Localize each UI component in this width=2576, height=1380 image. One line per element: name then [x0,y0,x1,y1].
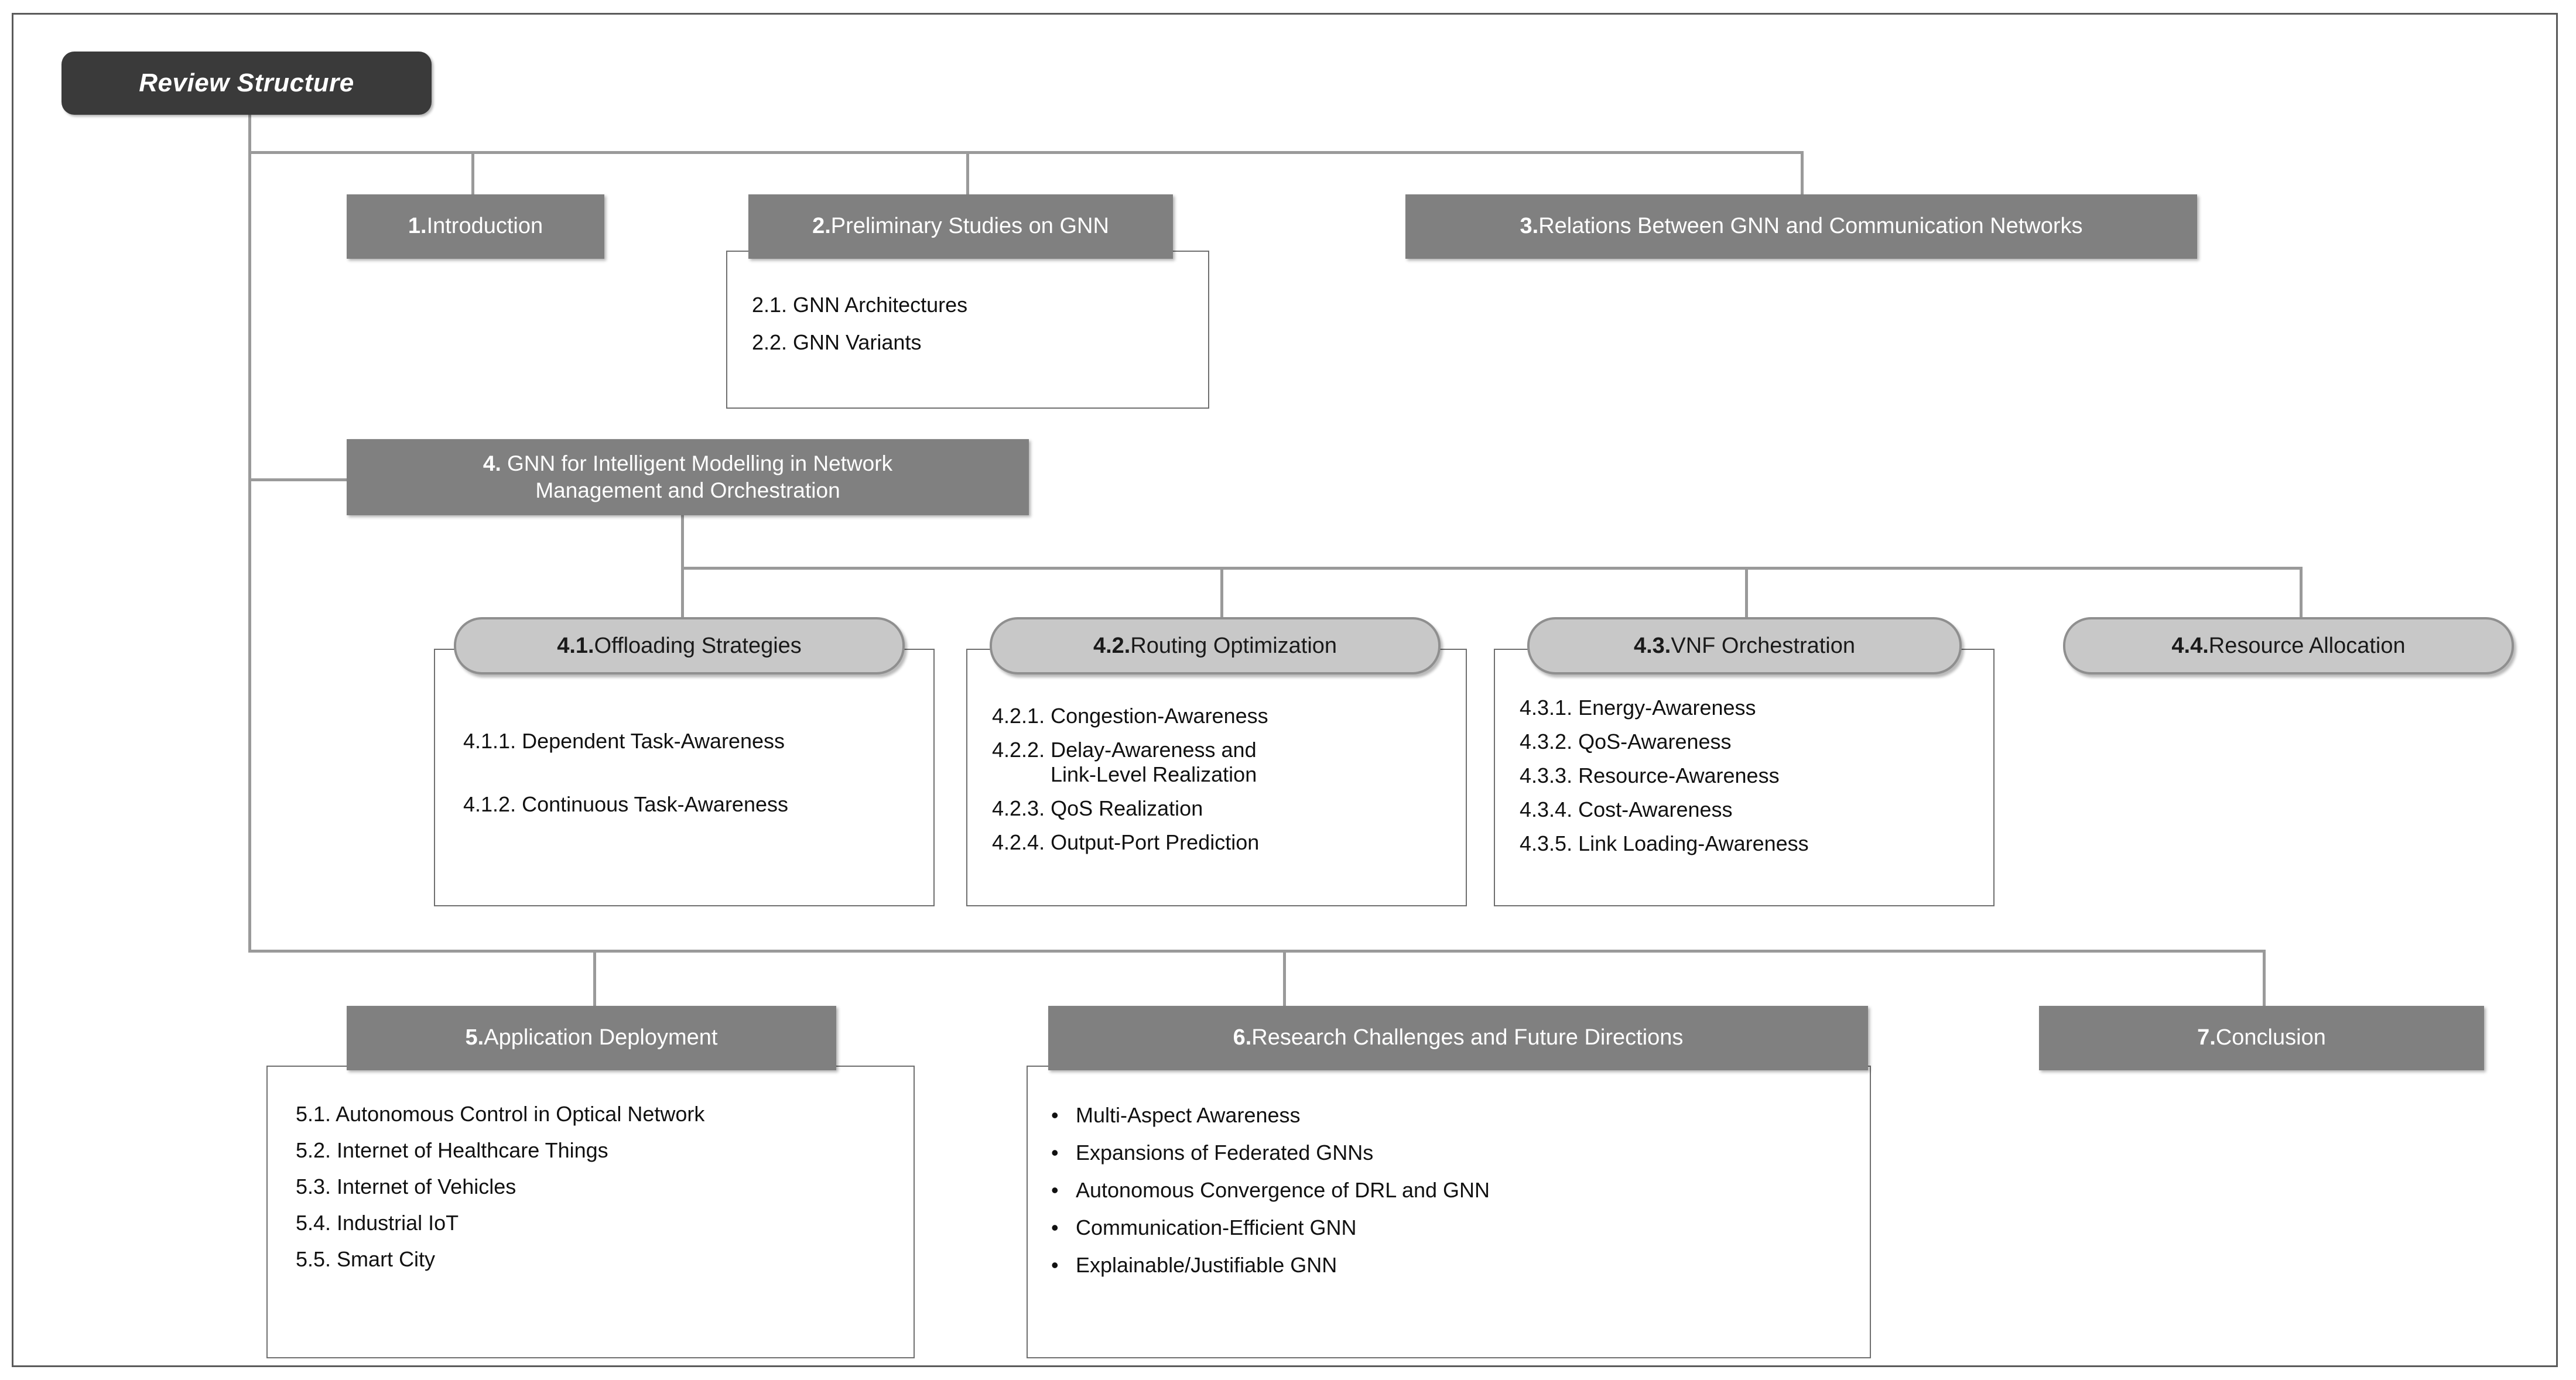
diagram-title: Review Structure [61,52,432,115]
list-item: 2.2. GNN Variants [752,330,922,354]
list-item: 4.3.3. Resource-Awareness [1520,763,1780,787]
node-42-number: 4.2. [1093,633,1131,658]
connector-drop-n43 [1745,567,1748,619]
node-3-number: 3. [1520,214,1539,239]
node-4-line2: Management and Orchestration [535,478,840,502]
node-43-panel: 4.3.1. Energy-Awareness 4.3.2. QoS-Aware… [1494,649,1995,906]
bullet-icon: • [1051,1215,1059,1239]
node-4-gnn-modelling[interactable]: 4. GNN for Intelligent Modelling in Netw… [347,439,1029,515]
connector-row-top [248,151,1803,154]
node-1-number: 1. [408,214,427,239]
list-item: • Autonomous Convergence of DRL and GNN [1051,1178,1870,1203]
node-5-list: 5.1. Autonomous Control in Optical Netwo… [296,1102,914,1272]
list-item: 5.5. Smart City [296,1247,436,1271]
node-3-relations[interactable]: 3. Relations Between GNN and Communicati… [1405,194,2197,259]
node-1-introduction[interactable]: 1. Introduction [347,194,604,259]
node-5-panel: 5.1. Autonomous Control in Optical Netwo… [266,1066,915,1358]
node-4-label: GNN for Intelligent Modelling in Network [501,451,893,475]
node-4-line1: 4. GNN for Intelligent Modelling in Netw… [483,450,892,477]
node-2-preliminary-studies[interactable]: 2. Preliminary Studies on GNN [748,194,1173,259]
node-7-number: 7. [2197,1025,2216,1050]
list-item: • Explainable/Justifiable GNN [1051,1253,1870,1278]
node-44-number: 4.4. [2171,633,2209,658]
node-7-label: Conclusion [2215,1025,2326,1050]
node-43-number: 4.3. [1633,633,1671,658]
node-3-label: Relations Between GNN and Communication … [1538,214,2083,239]
node-4-number: 4. [483,451,501,475]
list-item: • Expansions of Federated GNNs [1051,1141,1870,1165]
list-item: 5.1. Autonomous Control in Optical Netwo… [296,1102,705,1126]
bullet-icon: • [1051,1103,1059,1127]
connector-branch-n4 [248,478,348,481]
node-6-list: • Multi-Aspect Awareness • Expansions of… [1051,1103,1870,1278]
node-44-label: Resource Allocation [2208,633,2406,658]
bullet-icon: • [1051,1141,1059,1165]
node-6-number: 6. [1233,1025,1252,1050]
node-5-label: Application Deployment [484,1025,718,1050]
list-item: 4.1.1. Dependent Task-Awareness [463,729,785,753]
node-5-number: 5. [465,1025,484,1050]
connector-title-trunk [248,108,251,951]
connector-n4-down [681,515,684,568]
connector-drop-n42 [1220,567,1223,619]
node-41-label: Offloading Strategies [594,633,802,658]
list-item: 5.3. Internet of Vehicles [296,1174,516,1198]
list-item: 2.1. GNN Architectures [752,293,968,317]
connector-row-4x [681,567,2302,570]
node-1-label: Introduction [426,214,543,239]
list-item: • Communication-Efficient GNN [1051,1215,1870,1240]
list-item: 4.3.5. Link Loading-Awareness [1520,831,1809,855]
connector-drop-n2 [966,151,969,196]
node-43-list: 4.3.1. Energy-Awareness 4.3.2. QoS-Aware… [1520,696,1993,856]
list-item: 4.1.2. Continuous Task-Awareness [463,792,788,816]
bullet-icon: • [1051,1253,1059,1277]
node-2-panel: 2.1. GNN Architectures 2.2. GNN Variants [726,251,1209,409]
list-item: 4.3.2. QoS-Awareness [1520,730,1732,754]
connector-drop-n44 [2300,567,2303,619]
list-item: 4.2.1. Congestion-Awareness [992,704,1268,728]
node-41-number: 4.1. [557,633,594,658]
node-2-number: 2. [812,214,831,239]
connector-drop-n6 [1283,950,1286,1007]
list-item-label: Autonomous Convergence of DRL and GNN [1076,1178,1490,1202]
node-6-panel: • Multi-Aspect Awareness • Expansions of… [1027,1066,1871,1358]
node-44-resource-allocation[interactable]: 4.4. Resource Allocation [2063,617,2514,674]
node-43-label: VNF Orchestration [1671,633,1856,658]
list-item-label: Expansions of Federated GNNs [1076,1141,1374,1165]
connector-drop-n7 [2263,950,2266,1007]
node-41-list: 4.1.1. Dependent Task-Awareness 4.1.2. C… [463,729,933,817]
list-item: Link-Level Realization [992,762,1257,786]
node-6-research-challenges[interactable]: 6. Research Challenges and Future Direct… [1048,1006,1868,1070]
connector-drop-n3 [1801,151,1804,196]
node-41-offloading-strategies[interactable]: 4.1. Offloading Strategies [454,617,905,674]
list-item: 5.2. Internet of Healthcare Things [296,1138,608,1162]
list-item: 4.2.3. QoS Realization [992,796,1203,820]
node-42-panel: 4.2.1. Congestion-Awareness 4.2.2. Delay… [966,649,1467,906]
list-item: 4.2.4. Output-Port Prediction [992,830,1260,854]
node-42-routing-optimization[interactable]: 4.2. Routing Optimization [990,617,1441,674]
node-42-list: 4.2.1. Congestion-Awareness 4.2.2. Delay… [992,704,1466,855]
node-5-application-deployment[interactable]: 5. Application Deployment [347,1006,836,1070]
list-item: 5.4. Industrial IoT [296,1211,459,1235]
connector-drop-n41 [681,567,684,618]
connector-drop-n5 [593,950,596,1007]
diagram-title-text: Review Structure [139,69,354,97]
node-41-panel: 4.1.1. Dependent Task-Awareness 4.1.2. C… [434,649,935,906]
list-item-label: Communication-Efficient GNN [1076,1215,1357,1239]
list-item: • Multi-Aspect Awareness [1051,1103,1870,1128]
node-6-label: Research Challenges and Future Direction… [1251,1025,1684,1050]
node-2-list: 2.1. GNN Architectures 2.2. GNN Variants [752,293,1208,355]
connector-drop-n1 [471,151,474,196]
node-7-conclusion[interactable]: 7. Conclusion [2039,1006,2484,1070]
list-item: 4.3.1. Energy-Awareness [1520,696,1756,720]
bullet-icon: • [1051,1178,1059,1202]
list-item: 4.2.2. Delay-Awareness and [992,738,1257,762]
node-42-label: Routing Optimization [1130,633,1337,658]
list-item-label: Explainable/Justifiable GNN [1076,1253,1337,1277]
list-item-label: Multi-Aspect Awareness [1076,1103,1301,1127]
node-43-vnf-orchestration[interactable]: 4.3. VNF Orchestration [1527,617,1962,674]
node-2-label: Preliminary Studies on GNN [830,214,1109,239]
list-item: 4.3.4. Cost-Awareness [1520,797,1733,821]
connector-row-bottom [248,950,2266,953]
